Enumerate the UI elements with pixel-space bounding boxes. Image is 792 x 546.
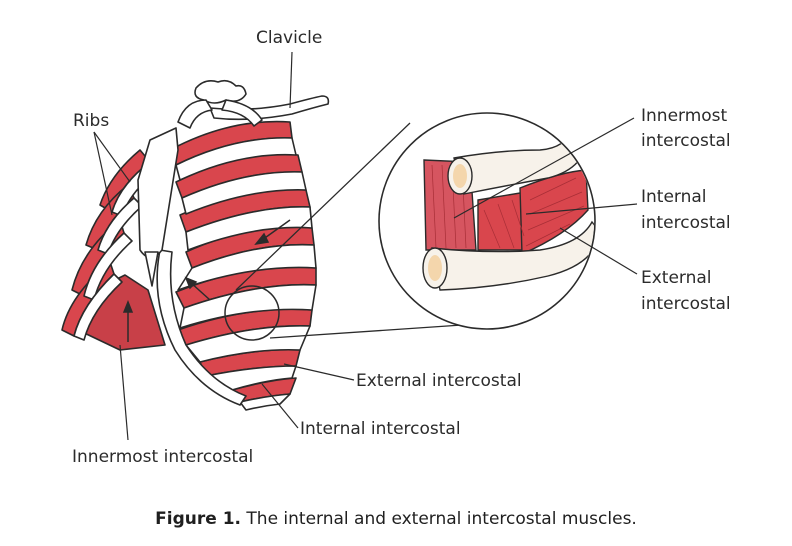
label-inset-internal-line2: intercostal	[641, 213, 731, 233]
costal-cartilage	[156, 249, 247, 406]
muscle-direction-arrows	[122, 219, 291, 342]
label-inset-external-line2: intercostal	[641, 294, 731, 314]
xiphoid	[144, 251, 159, 287]
caption-prefix: Figure 1.	[155, 509, 241, 529]
leader-lines	[93, 51, 638, 441]
label-ribs: Ribs	[73, 111, 109, 131]
label-external-intercostal: External intercostal	[356, 371, 522, 391]
zoom-source-circle	[224, 285, 280, 341]
first-rib-right	[221, 99, 263, 127]
labels: Clavicle Ribs Innermost intercostal Exte…	[72, 28, 731, 467]
rib-cage	[61, 79, 330, 411]
first-rib	[177, 99, 213, 129]
label-inset-external-line1: External	[641, 268, 712, 288]
inset-lower-rib	[431, 220, 594, 291]
label-inset-innermost-line1: Innermost	[641, 106, 728, 126]
label-clavicle: Clavicle	[256, 28, 322, 48]
inset-magnified-view	[378, 112, 596, 330]
label-internal-intercostal: Internal intercostal	[300, 419, 461, 439]
intercostal-diagram: Clavicle Ribs Innermost intercostal Exte…	[61, 28, 731, 467]
sternum	[137, 127, 179, 259]
figure-caption: Figure 1. The internal and external inte…	[0, 509, 792, 529]
front-ribs	[175, 137, 317, 411]
zoom-connector-lines	[235, 122, 463, 339]
label-innermost-intercostal: Innermost intercostal	[72, 447, 253, 467]
caption-text: The internal and external intercostal mu…	[241, 509, 637, 529]
label-inset-internal-line1: Internal	[641, 187, 707, 207]
label-inset-innermost-line2: intercostal	[641, 131, 731, 151]
